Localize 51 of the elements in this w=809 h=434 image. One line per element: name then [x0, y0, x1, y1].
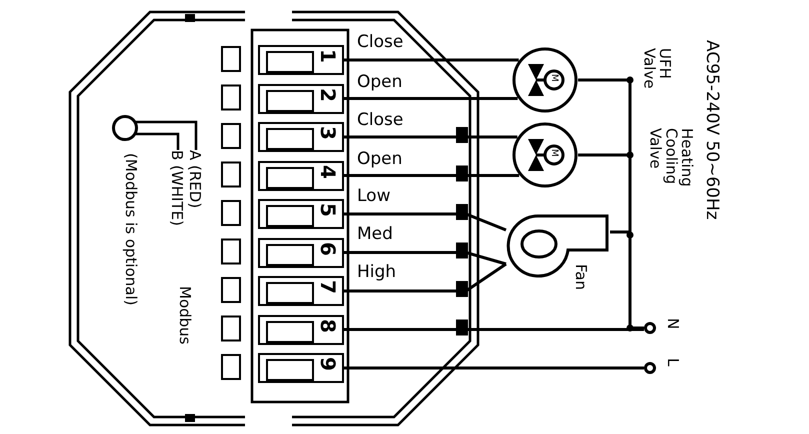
wire [344, 58, 519, 62]
note-label: (Modbus is optional) [122, 153, 138, 306]
terminal-number: 1 [317, 49, 338, 63]
wire [344, 212, 507, 232]
terminal-function-label: Low [357, 186, 390, 206]
wire-label: B (WHITE) [168, 150, 184, 226]
wire [344, 251, 506, 266]
wire [344, 174, 520, 177]
wire [344, 366, 644, 370]
terminal-number: 2 [317, 88, 338, 102]
terminal-function-label: Open [357, 149, 402, 169]
terminal-number: 6 [317, 242, 338, 256]
terminal-number: 9 [317, 357, 338, 371]
terminal-connector [644, 362, 656, 374]
terminal-block [258, 353, 344, 383]
terminal-number: 3 [317, 126, 338, 140]
wire [344, 97, 518, 100]
component-label: UFH Valve [639, 48, 672, 91]
note-label: Modbus [176, 286, 192, 344]
terminal-connector [644, 322, 656, 334]
motor-letter: M [549, 149, 558, 157]
wire [136, 132, 180, 150]
terminal-block [258, 45, 344, 75]
component-label: L [663, 358, 680, 368]
terminal-number: 5 [317, 203, 338, 217]
terminal-function-label: Close [357, 110, 404, 130]
component-label: Heating Cooling Valve [646, 128, 694, 189]
terminal-block [258, 84, 344, 114]
wire [344, 136, 518, 138]
modbus-port-circle [112, 115, 138, 141]
terminal-block [258, 160, 344, 190]
terminal-function-label: Close [357, 32, 404, 52]
terminal-number: 7 [317, 280, 338, 294]
terminal-block [258, 199, 344, 229]
wire [344, 328, 644, 331]
wire [344, 262, 507, 292]
terminal-number: 8 [317, 318, 338, 332]
terminal-number: 4 [317, 164, 338, 178]
wire-label: A (RED) [186, 150, 202, 208]
motor-letter: M [549, 74, 558, 82]
terminal-block [258, 276, 344, 306]
component-label: N [663, 318, 680, 332]
terminal-function-label: Med [357, 224, 393, 244]
terminal-block [258, 122, 344, 152]
wire [136, 120, 198, 150]
component-label: Fan [571, 264, 588, 292]
terminal-function-label: High [357, 262, 396, 282]
terminal-block [258, 314, 344, 344]
supply-voltage-label: AC95-240V 50~60Hz [702, 40, 720, 220]
terminal-function-label: Open [357, 72, 402, 92]
terminal-block [258, 238, 344, 268]
